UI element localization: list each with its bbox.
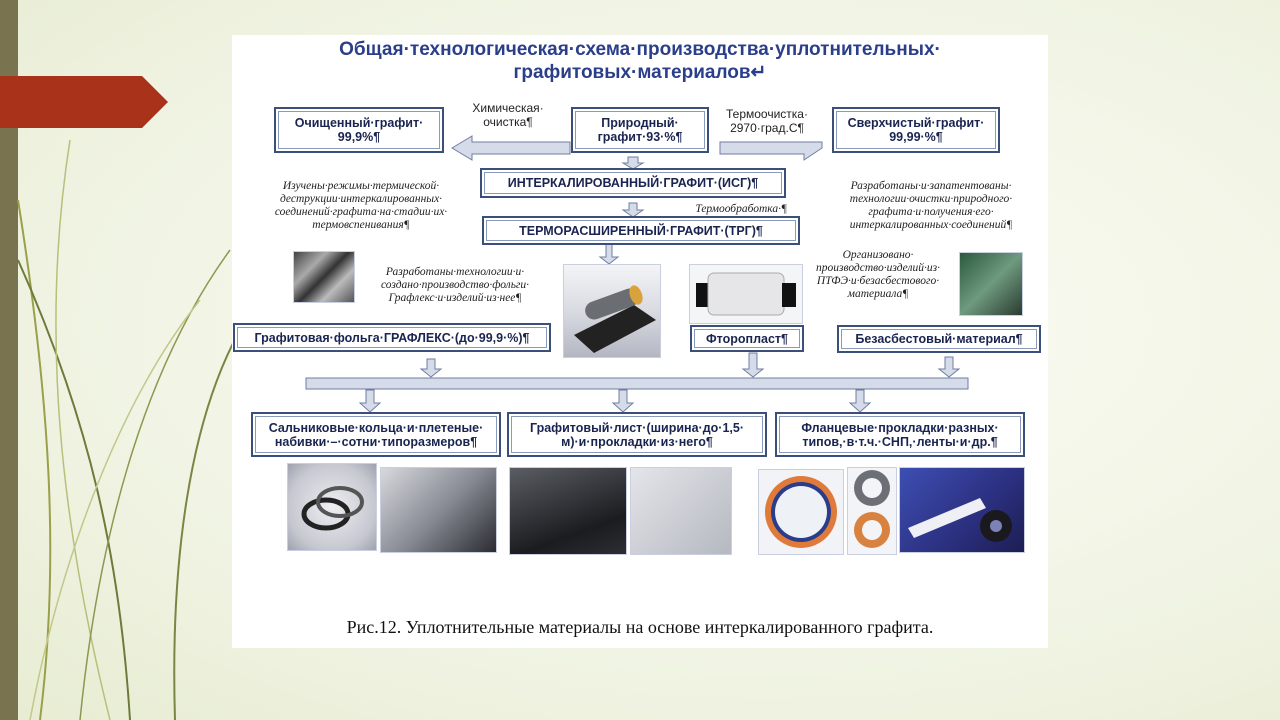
note-right-line-1: Разработаны·и·запатентованы· <box>850 180 1012 192</box>
ring-icon <box>301 486 364 531</box>
note-right-line-4: интеркалированных·соединений¶ <box>849 219 1013 231</box>
box-intercalated-graphite: ИНТЕРКАЛИРОВАННЫЙ·ГРАФИТ·(ИСГ)¶ <box>480 168 786 198</box>
note-foil-line-3: Графлекс·и·изделий·из·нее¶ <box>388 292 522 304</box>
diagram-panel: Общая·технологическая·схема·производства… <box>232 35 1048 648</box>
note-right-line-2: технологии·очистки·природного· <box>849 193 1013 205</box>
note-foil-line-2: создано·производство·фольги· <box>380 279 530 291</box>
image-cut-gaskets <box>630 467 732 555</box>
box-asbestos-free: Безасбестовый·материал¶ <box>837 325 1041 353</box>
label-thermo-line-2: 2970·град.С¶ <box>730 121 804 135</box>
note-foil-line-1: Разработаны·технологии·и· <box>385 266 525 278</box>
box-ptfe: Фторопласт¶ <box>690 325 804 352</box>
box-asbestos-text: Безасбестовый·материал¶ <box>855 332 1023 346</box>
image-spiral-wound-gaskets <box>847 467 897 555</box>
note-prod-line-1: Организовано· <box>842 249 914 261</box>
flow-arrows <box>305 135 969 413</box>
box-ultrapure-graphite: Сверхчистый·графит·99,99·%¶ <box>832 107 1000 153</box>
box-isg-text: ИНТЕРКАЛИРОВАННЫЙ·ГРАФИТ·(ИСГ)¶ <box>507 176 759 190</box>
note-right-line-3: графита·и·получения·его· <box>868 206 994 218</box>
decorative-curves <box>17 139 241 720</box>
box-natural-line-2: графит·93·%¶ <box>597 130 683 144</box>
title-line-2: графитовых·материалов↵ <box>513 62 767 83</box>
arrow-asbestos-down <box>937 356 961 378</box>
box-gland-rings: Сальниковые·кольца·и·плетеные·набивки·–·… <box>251 412 501 457</box>
title-marker-arrow <box>0 76 168 128</box>
image-ptfe-spool <box>689 264 803 324</box>
note-thermal-destruction: Изучены·режимы·термической· деструкции·и… <box>250 180 472 232</box>
box-flange-line-2: типов,·в·т.ч.·СНП,·ленты·и·др.¶ <box>802 434 998 449</box>
foil-roll-icon <box>574 285 656 353</box>
image-braided-packing <box>380 467 497 553</box>
title-line-1: Общая·технологическая·схема·производства… <box>339 39 941 60</box>
arrow-to-ultrapure <box>719 141 823 161</box>
box-gland-line-1: Сальниковые·кольца·и·плетеные· <box>268 420 484 435</box>
distribution-bar <box>305 377 969 390</box>
image-flange-gasket-orange <box>758 469 844 555</box>
arrow-natural-to-isg <box>621 156 645 170</box>
box-ultrapure-line-2: 99,99·%¶ <box>889 130 943 144</box>
tape-icon <box>908 498 1012 542</box>
note-prod-line-3: ПТФЭ·и·безасбестового· <box>816 275 940 287</box>
arrow-isg-to-trg <box>621 202 645 218</box>
image-asbestos-free-sheet <box>959 252 1023 316</box>
box-sheet-line-1: Графитовый·лист·(ширина·до·1,5· <box>529 420 744 435</box>
box-gland-line-2: набивки·–·сотни·типоразмеров¶ <box>274 434 478 449</box>
orange-gasket-icon <box>765 476 837 548</box>
note-production-organized: Организовано· производство·изделий·из· П… <box>798 249 958 301</box>
left-accent-strip <box>0 0 18 720</box>
box-graphite-sheet: Графитовый·лист·(ширина·до·1,5·м)·и·прок… <box>507 412 767 457</box>
note-prod-line-2: производство·изделий·из· <box>816 262 940 274</box>
box-natural-line-1: Природный· <box>601 116 679 130</box>
box-trg-text: ТЕРМОРАСШИРЕННЫЙ·ГРАФИТ·(ТРГ)¶ <box>519 223 763 238</box>
note-left-line-3: соединений·графита·на·стадии·их· <box>274 206 448 218</box>
box-expanded-graphite: ТЕРМОРАСШИРЕННЫЙ·ГРАФИТ·(ТРГ)¶ <box>482 216 800 245</box>
box-purified-graphite: Очищенный·графит·99,9%¶ <box>274 107 444 153</box>
image-graphite-sheet <box>509 467 627 555</box>
spiral-gasket-icon <box>854 470 890 548</box>
box-purified-line-2: 99,9%¶ <box>337 130 381 144</box>
label-thermo-line-1: Термоочистка· <box>726 107 808 121</box>
note-patented-technology: Разработаны·и·запатентованы· технологии·… <box>816 180 1046 232</box>
figure-caption: Рис.12. Уплотнительные материалы на осно… <box>346 617 934 637</box>
box-natural-graphite: Природный·графит·93·%¶ <box>571 107 709 153</box>
arrow-bar-to-gland <box>358 389 382 413</box>
box-foil-text: Графитовая·фольга·ГРАФЛЕКС·(до·99,9·%)¶ <box>254 330 530 345</box>
label-chem-line-1: Химическая· <box>472 101 544 115</box>
arrow-bar-to-sheet <box>611 389 635 413</box>
diagram-title: Общая·технологическая·схема·производства… <box>232 38 1048 84</box>
label-thermal-purification: Термоочистка· 2970·град.С¶ <box>712 107 822 135</box>
arrow-ptfe-down <box>741 352 765 378</box>
label-chem-line-2: очистка¶ <box>483 115 533 129</box>
note-left-line-1: Изучены·режимы·термической· <box>282 180 440 192</box>
label-heat-treatment: Термообработка·¶ <box>677 203 787 216</box>
box-ultrapure-line-1: Сверхчистый·графит· <box>847 116 985 130</box>
arrow-trg-down <box>598 242 620 265</box>
box-flange-gaskets: Фланцевые·прокладки·разных·типов,·в·т.ч.… <box>775 412 1025 457</box>
image-graphite-foil-roll <box>563 264 661 358</box>
label-heat-treatment-text: Термообработка·¶ <box>695 203 787 215</box>
arrow-to-purified <box>451 135 571 161</box>
image-graphite-tapes <box>899 467 1025 553</box>
box-flange-line-1: Фланцевые·прокладки·разных· <box>801 420 999 435</box>
image-graphite-microstructure <box>293 251 355 303</box>
label-chemical-purification: Химическая· очистка¶ <box>458 101 558 129</box>
image-gland-rings <box>287 463 377 551</box>
arrow-foil-down <box>419 358 443 378</box>
box-sheet-line-2: м)·и·прокладки·из·него¶ <box>561 434 713 449</box>
note-left-line-2: деструкции·интеркалированных· <box>279 193 443 205</box>
box-graphite-foil: Графитовая·фольга·ГРАФЛЕКС·(до·99,9·%)¶ <box>233 323 551 352</box>
box-ptfe-text: Фторопласт¶ <box>705 331 788 346</box>
box-purified-line-1: Очищенный·графит· <box>294 116 424 130</box>
note-prod-line-4: материала¶ <box>847 288 909 300</box>
note-foil-technology: Разработаны·технологии·и· создано·произв… <box>360 266 550 305</box>
arrow-bar-to-flange <box>848 389 872 413</box>
note-left-line-4: термовспенивания¶ <box>312 219 410 231</box>
spool-icon <box>696 272 796 316</box>
